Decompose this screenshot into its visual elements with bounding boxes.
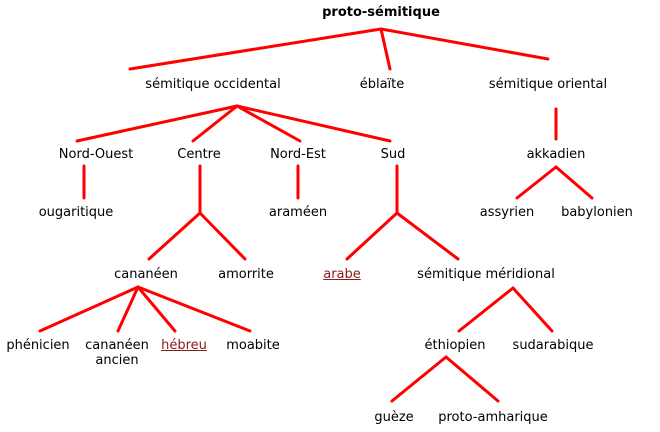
edge-cananeen-to-phenicien <box>38 285 140 333</box>
node-cananeen-ancien: cananéen ancien <box>85 338 149 368</box>
node-gueze: guèze <box>374 410 414 425</box>
node-sudarabique: sudarabique <box>512 338 594 353</box>
edge-akkadien-to-assyrien <box>515 165 558 200</box>
edge-sud-to-arabe <box>345 211 399 261</box>
edge-ethiopien-to-proto-amharique <box>444 355 500 403</box>
node-sud: Sud <box>380 147 406 162</box>
node-cananeen: cananéen <box>114 267 178 282</box>
edge-ethiopien-to-gueze <box>390 355 448 403</box>
edge-occidental-to-centre <box>191 104 239 143</box>
edge-cananeen-to-hebreu <box>136 285 177 333</box>
node-amorrite: amorrite <box>218 267 274 282</box>
edge-centre-to-cananeen <box>147 211 202 261</box>
node-nord-est: Nord-Est <box>270 147 326 162</box>
edge-occidental-to-nord-est <box>235 104 302 143</box>
node-centre: Centre <box>177 147 221 162</box>
edge-cananeen-to-ancien <box>116 285 140 333</box>
edge-centre-to-amorrite <box>198 211 247 261</box>
edge-sud-to-meridional <box>395 211 460 261</box>
node-cananeen-ancien-line2: ancien <box>95 353 139 368</box>
node-assyrien: assyrien <box>479 205 535 220</box>
node-semitique-meridional: sémitique méridional <box>417 267 555 282</box>
link-arabe[interactable]: arabe <box>323 267 361 282</box>
node-akkadien: akkadien <box>526 147 586 162</box>
node-semitique-occidental: sémitique occidental <box>145 77 281 92</box>
node-cananeen-ancien-line1: cananéen <box>85 338 149 353</box>
edge-meridional-to-sudarabique <box>511 286 554 333</box>
node-proto-amharique: proto-amharique <box>438 410 548 425</box>
node-phenicien: phénicien <box>6 338 70 353</box>
node-proto-semitique: proto-sémitique <box>322 5 440 20</box>
edge-occidental-to-nord-ouest <box>75 104 239 143</box>
edge-proto-to-oriental <box>379 27 550 61</box>
edge-proto-to-occidental <box>128 27 383 71</box>
node-eblaite: éblaïte <box>359 77 405 92</box>
node-ougaritique: ougaritique <box>38 205 114 220</box>
node-ethiopien: éthiopien <box>424 338 486 353</box>
link-hebreu[interactable]: hébreu <box>161 338 207 353</box>
edge-meridional-to-ethiopien <box>457 286 515 333</box>
node-babylonien: babylonien <box>561 205 633 220</box>
node-moabite: moabite <box>226 338 280 353</box>
edge-cananeen-to-moabite <box>136 285 252 333</box>
node-arameen: araméen <box>268 205 328 220</box>
node-semitique-oriental: sémitique oriental <box>488 77 608 92</box>
edge-akkadien-to-babylonien <box>554 165 594 200</box>
edge-occidental-to-sud <box>235 104 392 143</box>
edge-proto-to-eblaite <box>379 27 392 71</box>
node-nord-ouest: Nord-Ouest <box>58 147 134 162</box>
